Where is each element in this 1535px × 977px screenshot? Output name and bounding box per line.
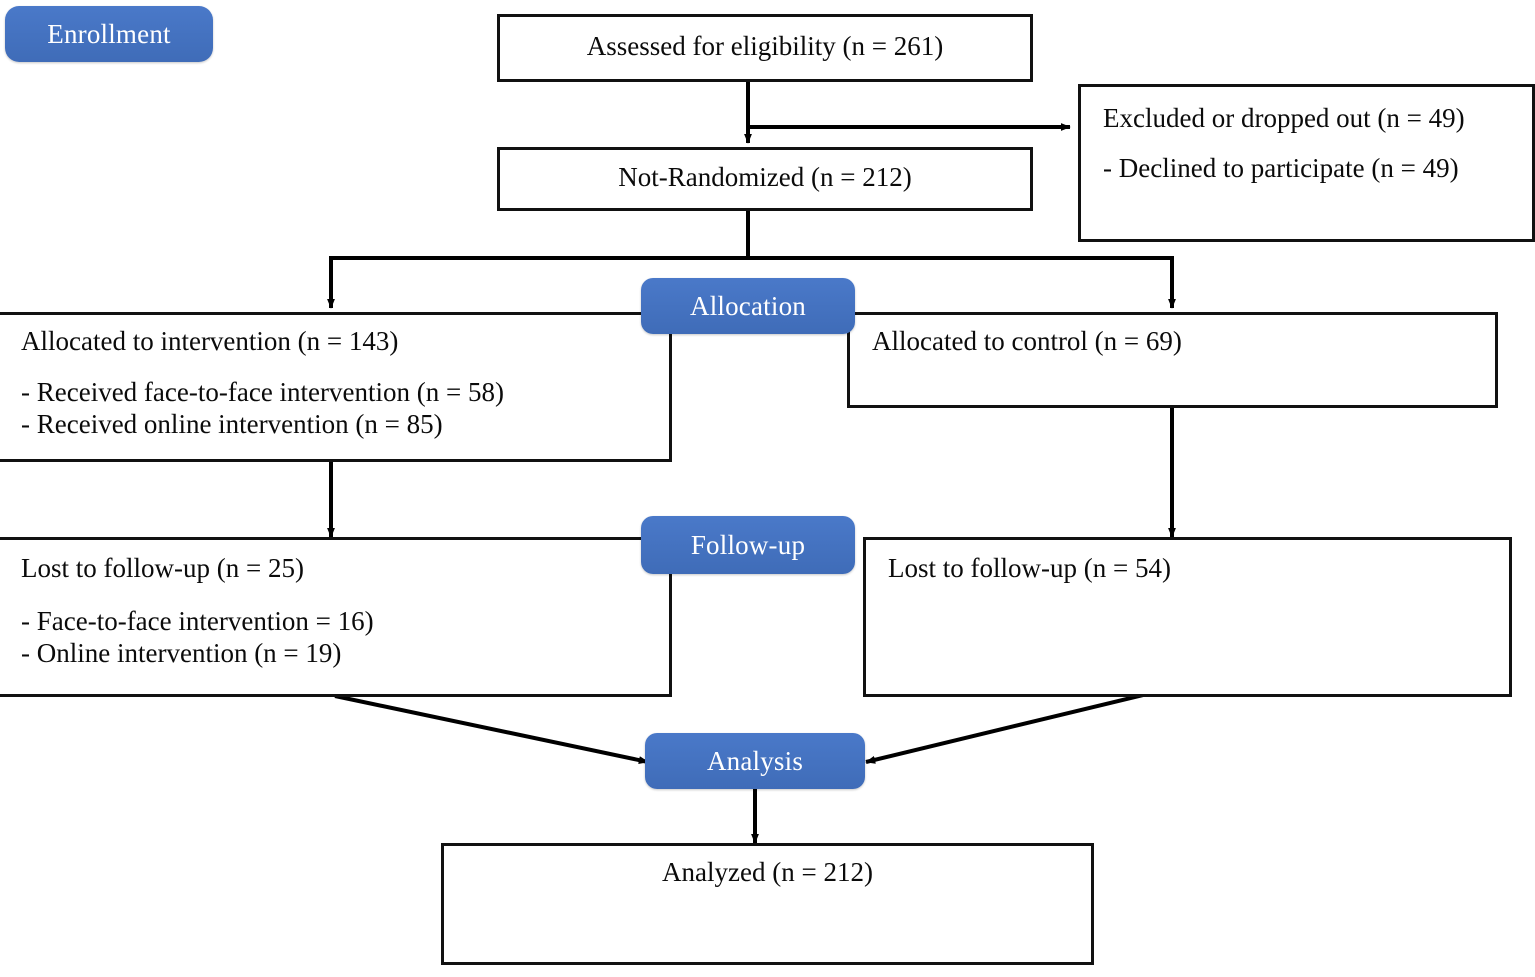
- box-excluded: Excluded or dropped out (n = 49) - Decli…: [1078, 84, 1535, 242]
- box-assessed-for-eligibility: Assessed for eligibility (n = 261): [497, 14, 1033, 82]
- box-lost-intervention-line-1: Lost to follow-up (n = 25): [21, 553, 304, 583]
- box-lost-to-follow-up-intervention: Lost to follow-up (n = 25) - Face-to-fac…: [0, 537, 672, 697]
- box-excluded-line-1: Excluded or dropped out (n = 49): [1103, 103, 1465, 133]
- box-excluded-line-2: - Declined to participate (n = 49): [1103, 153, 1459, 183]
- box-allocated-intervention-line-1: Allocated to intervention (n = 143): [21, 326, 399, 356]
- box-assessed-line-1: Assessed for eligibility (n = 261): [586, 31, 944, 61]
- stage-badge-allocation-label: Allocation: [690, 290, 806, 321]
- box-allocated-to-control: Allocated to control (n = 69): [847, 312, 1498, 408]
- box-lost-intervention-line-3: - Online intervention (n = 19): [21, 638, 342, 668]
- stage-badge-analysis-label: Analysis: [706, 745, 804, 776]
- box-not-randomized-line-1: Not-Randomized (n = 212): [618, 162, 912, 192]
- edge-assessed-to-excluded: [746, 82, 1071, 131]
- box-allocated-control-line-1: Allocated to control (n = 69): [872, 326, 1182, 356]
- stage-badge-followup[interactable]: Follow-up: [641, 516, 855, 574]
- edge-lost-intervention-to-analysis: [334, 694, 649, 765]
- box-allocated-to-intervention: Allocated to intervention (n = 143) - Re…: [0, 312, 672, 462]
- box-allocated-intervention-line-3: - Received online intervention (n = 85): [21, 409, 443, 439]
- box-not-randomized: Not-Randomized (n = 212): [497, 147, 1033, 211]
- stage-badge-allocation[interactable]: Allocation: [641, 278, 855, 334]
- stage-badge-enrollment[interactable]: Enrollment: [5, 6, 213, 62]
- stage-badge-followup-label: Follow-up: [690, 529, 806, 560]
- edge-lost-control-to-analysis: [865, 686, 1173, 764]
- box-lost-intervention-line-2: - Face-to-face intervention = 16): [21, 606, 374, 636]
- box-lost-to-follow-up-control: Lost to follow-up (n = 54): [863, 537, 1512, 697]
- box-analyzed: Analyzed (n = 212): [441, 843, 1094, 965]
- box-allocated-intervention-line-2: - Received face-to-face intervention (n …: [21, 377, 504, 407]
- stage-badge-enrollment-label: Enrollment: [47, 18, 171, 49]
- box-analyzed-line-1: Analyzed (n = 212): [662, 857, 873, 887]
- box-lost-control-line-1: Lost to follow-up (n = 54): [888, 553, 1171, 583]
- stage-badge-analysis[interactable]: Analysis: [645, 733, 865, 789]
